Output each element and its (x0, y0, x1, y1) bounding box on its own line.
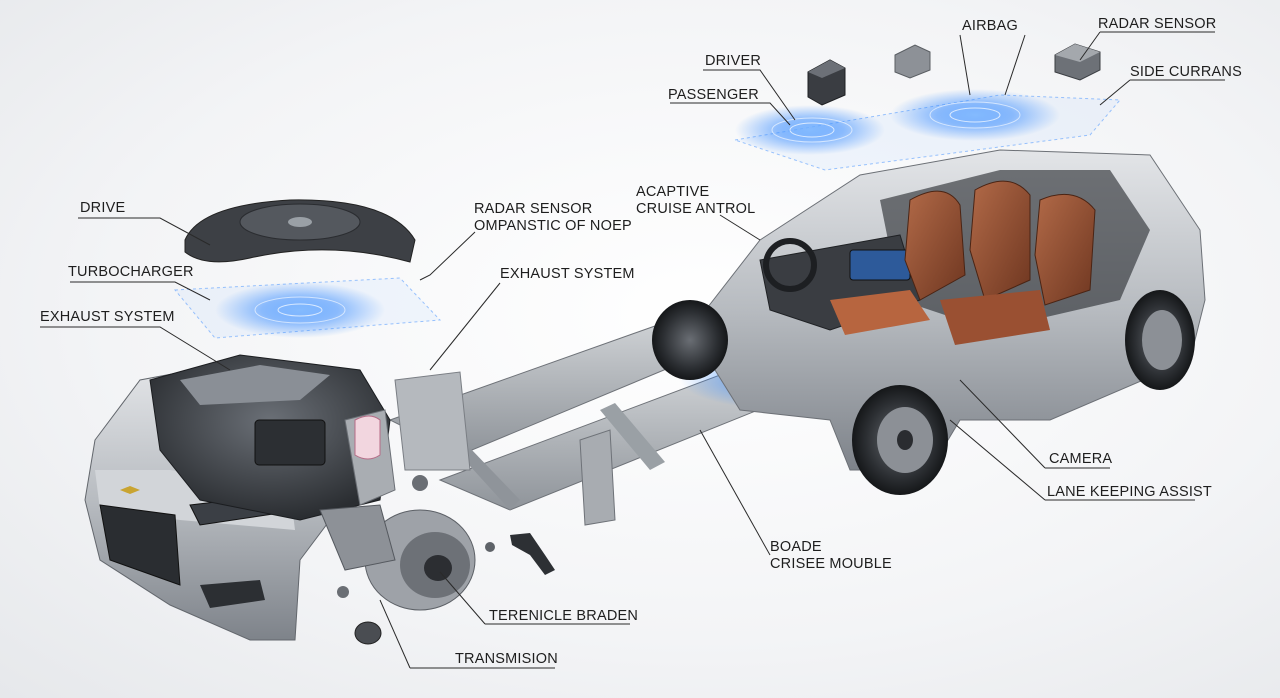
label-acaptive-line1: ACAPTIVE (636, 184, 710, 200)
rear-wheel-left (852, 385, 948, 495)
fan-cover-part (184, 199, 416, 263)
label-boade-line2: CRISEE MOUBLE (770, 556, 892, 572)
driver-sensor-module (807, 59, 846, 106)
airbag-module (894, 44, 931, 79)
label-exhaust-system-left: EXHAUST SYSTEM (40, 309, 175, 325)
label-exhaust-system-center: EXHAUST SYSTEM (500, 266, 635, 282)
roof-sensor-plane (734, 89, 1122, 171)
label-drive: DRIVE (80, 200, 126, 216)
label-acaptive-cruise: ACAPTIVE CRUISE ANTROL (636, 184, 755, 218)
engine-block (149, 354, 396, 521)
label-camera: CAMERA (1049, 451, 1113, 467)
label-radar-sensor-center: RADAR SENSOR OMPANSTIC OF NOEP (474, 201, 632, 235)
radar-sensor-module (1054, 43, 1101, 81)
loose-parts (337, 475, 555, 645)
label-radar-sensor-center-line2: OMPANSTIC OF NOEP (474, 218, 632, 234)
label-radar-sensor-center-line1: RADAR SENSOR (474, 201, 593, 217)
label-lane-keeping-assist: LANE KEEPING ASSIST (1047, 484, 1212, 500)
label-radar-sensor-top: RADAR SENSOR (1098, 16, 1217, 32)
label-side-currans: SIDE CURRANS (1130, 64, 1242, 80)
mid-wheel (652, 300, 728, 380)
label-driver: DRIVER (705, 53, 761, 69)
label-passenger: PASSENGER (668, 87, 759, 103)
transmission-part (319, 504, 476, 611)
label-transmision: TRANSMISION (455, 651, 558, 667)
rear-wheel-right (1125, 290, 1195, 390)
label-terenicle-braden: TERENICLE BRADEN (489, 608, 639, 624)
radar-glow-panel (173, 277, 442, 339)
suv-body (689, 149, 1206, 471)
label-turbocharger: TURBOCHARGER (68, 264, 194, 280)
label-boade-line1: BOADE (770, 539, 822, 555)
label-acaptive-line2: CRUISE ANTROL (636, 201, 756, 217)
label-airbag: AIRBAG (962, 18, 1018, 34)
leader-lines (40, 31, 1225, 669)
label-boade-crisee: BOADE CRISEE MOUBLE (770, 539, 892, 573)
